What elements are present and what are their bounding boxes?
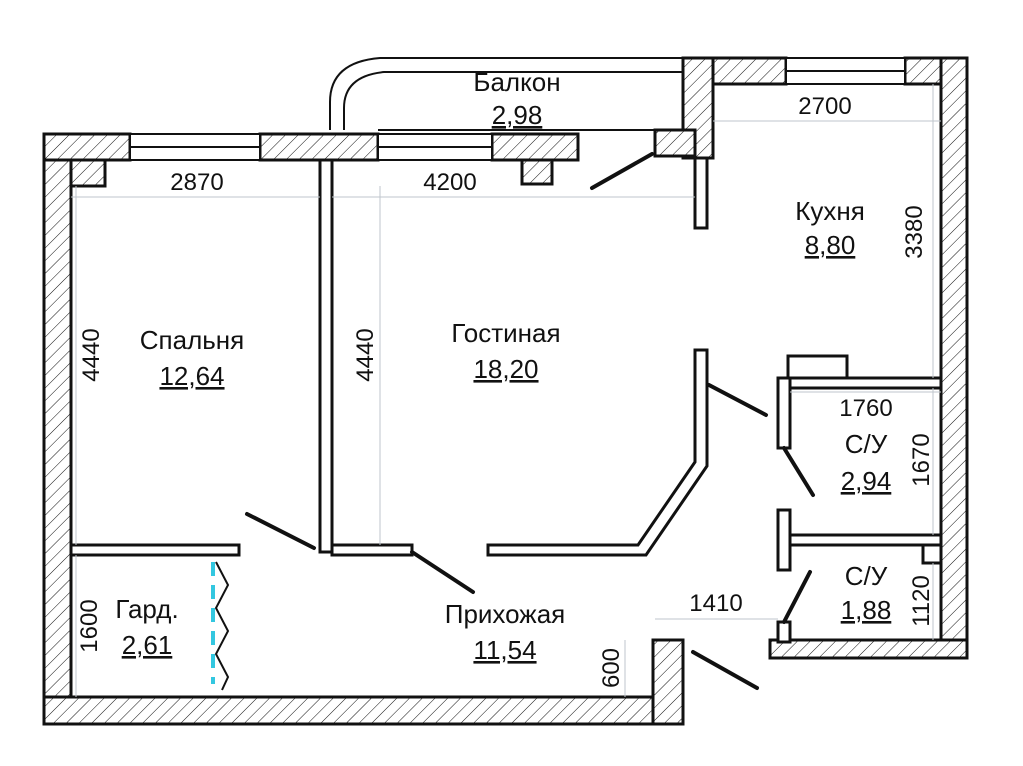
bath-divider-wall (788, 533, 943, 547)
bath2-door (782, 570, 812, 624)
corner-block-bedroom (69, 158, 107, 188)
dim-hall-width: 1410 (689, 590, 742, 617)
room-name-bedroom: Спальня (140, 325, 244, 355)
right-wall (939, 56, 969, 660)
bath-left-wall-mid (776, 508, 792, 572)
dim-bath2-depth: 1120 (908, 575, 935, 627)
top-wall-bedroom-left (42, 132, 132, 162)
dim-hall-niche: 600 (598, 648, 625, 688)
room-area-balcony: 2,98 (492, 100, 543, 130)
balcony-outer-rail (329, 57, 683, 130)
room-area-kitchen: 8,80 (805, 230, 856, 260)
left-wall (42, 132, 73, 726)
wardrobe-fold-door (214, 561, 230, 691)
entry-niche-wall (651, 638, 685, 726)
outer-walls (42, 56, 969, 726)
dim-living-depth: 4440 (352, 328, 379, 381)
room-area-bath1: 2,94 (841, 466, 892, 496)
bath1-left-wall-upper (776, 376, 792, 450)
doors (245, 152, 815, 690)
room-area-living: 18,20 (473, 354, 538, 384)
kitchen-partition (693, 156, 709, 230)
bath1-top-wall (776, 376, 943, 390)
dimension-labels: 2870 4200 2700 3380 4440 4440 1760 1670 … (76, 93, 935, 688)
living-angled-wall (486, 348, 709, 557)
room-name-wardrobe: Гард. (115, 594, 178, 624)
room-area-hall: 11,54 (473, 635, 536, 665)
dim-bath1-depth: 1670 (908, 433, 935, 486)
top-wall-middle (258, 132, 380, 162)
bottom-wall (42, 695, 681, 726)
entry-door (691, 650, 759, 690)
dim-bedroom-depth: 4440 (78, 328, 105, 381)
room-name-living: Гостиная (451, 318, 560, 348)
shaft (921, 543, 943, 565)
room-area-bath2: 1,88 (841, 595, 892, 625)
vent-block (786, 354, 849, 380)
bath2-left-wall-lower (776, 620, 792, 644)
corner-block-living (520, 158, 554, 186)
living-door (410, 550, 475, 594)
top-wall-living-right (490, 132, 580, 162)
dimension-lines (71, 84, 941, 697)
room-name-bath2: С/У (845, 561, 888, 591)
kitchen-pillar (681, 56, 715, 160)
living-bottom-wall-left (330, 543, 414, 557)
dim-kitchen-depth: 3380 (901, 205, 928, 258)
living-door-2 (707, 383, 768, 417)
room-name-kitchen: Кухня (795, 196, 865, 226)
dim-wardrobe-depth: 1600 (76, 599, 103, 652)
room-labels: Балкон 2,98 Кухня 8,80 Спальня 12,64 Гос… (115, 67, 891, 665)
dim-bath1-width: 1760 (839, 395, 892, 422)
kitchen-door (590, 152, 654, 190)
room-area-bedroom: 12,64 (159, 361, 224, 391)
dim-bedroom-width: 2870 (170, 169, 223, 196)
room-area-wardrobe: 2,61 (122, 630, 173, 660)
room-name-bath1: С/У (845, 429, 888, 459)
bath1-door (782, 446, 815, 497)
bathroom-bottom-wall (768, 638, 969, 660)
wardrobe-wall (69, 543, 241, 557)
balcony (329, 57, 683, 131)
dim-living-width: 4200 (423, 169, 476, 196)
bedroom-living-wall (318, 158, 334, 554)
interior-walls (69, 156, 943, 644)
bedroom-door (245, 512, 316, 550)
dim-kitchen-width: 2700 (798, 93, 851, 120)
balcony-inner-rail (343, 71, 683, 130)
windows (129, 57, 906, 161)
room-name-balcony: Балкон (473, 67, 560, 97)
corner-block-kitchen (653, 128, 697, 158)
room-name-hall: Прихожая (445, 599, 565, 629)
